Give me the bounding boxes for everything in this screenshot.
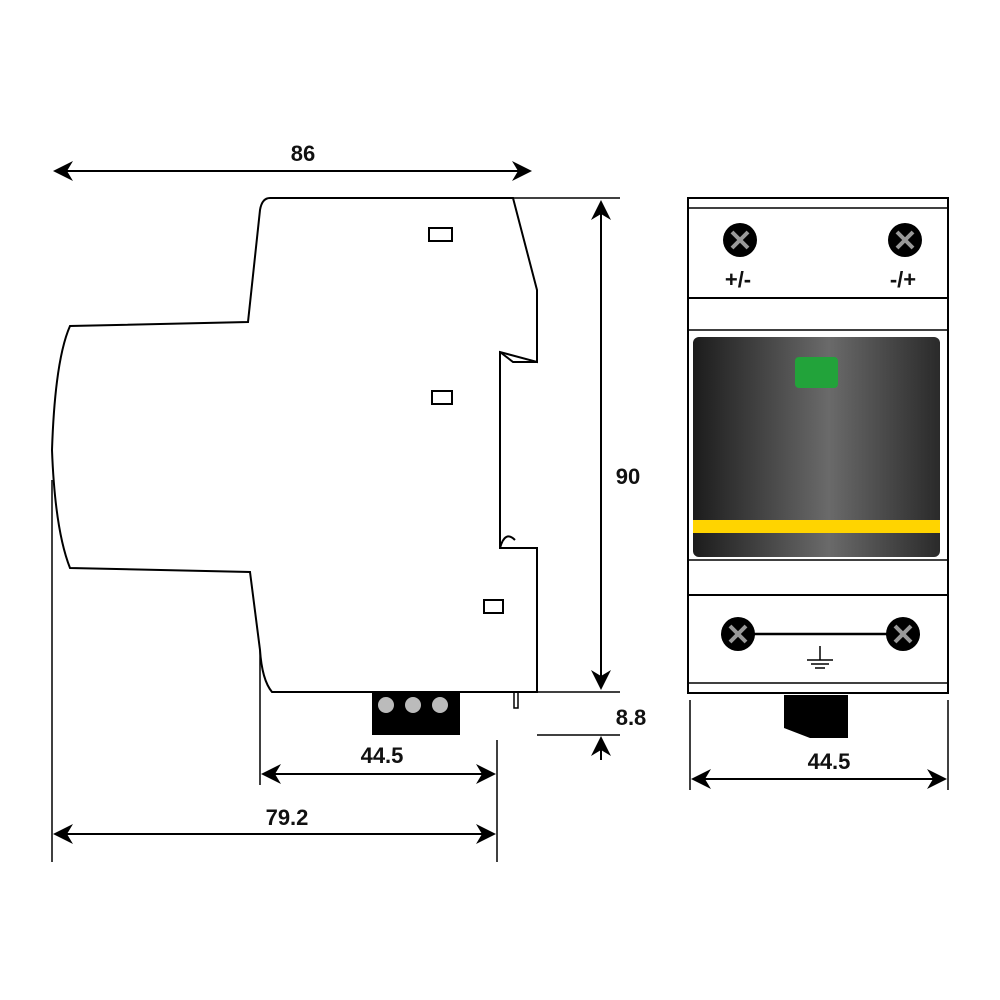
extension-lines: [51, 197, 949, 862]
bottom-terminal-block: [372, 692, 460, 735]
din-rail-clip: [784, 695, 848, 738]
screw-icon: [888, 223, 922, 257]
side-view: [50, 197, 538, 709]
dim-label-86: 86: [291, 141, 315, 166]
ground-icon: [807, 646, 833, 669]
screw-icon: [886, 617, 920, 651]
dim-label-79-2: 79.2: [266, 805, 309, 830]
dim-label-90: 90: [616, 464, 640, 489]
status-indicator-green: [795, 357, 838, 388]
dim-label-44-5-front: 44.5: [808, 749, 851, 774]
screw-icon: [721, 617, 755, 651]
front-view: +/- -/+: [687, 197, 949, 738]
dim-label-44-5-side: 44.5: [361, 743, 404, 768]
screw-icon: [723, 223, 757, 257]
front-panel: [693, 337, 940, 557]
dimension-lines: [53, 161, 947, 844]
terminal-label-left: +/-: [725, 267, 751, 292]
label-slot: [483, 599, 504, 614]
dim-label-8-8: 8.8: [616, 705, 647, 730]
label-slot: [428, 227, 453, 242]
yellow-stripe: [693, 520, 940, 533]
label-slot: [431, 390, 453, 405]
side-view-outline: [50, 197, 538, 693]
terminal-label-right: -/+: [890, 267, 916, 292]
